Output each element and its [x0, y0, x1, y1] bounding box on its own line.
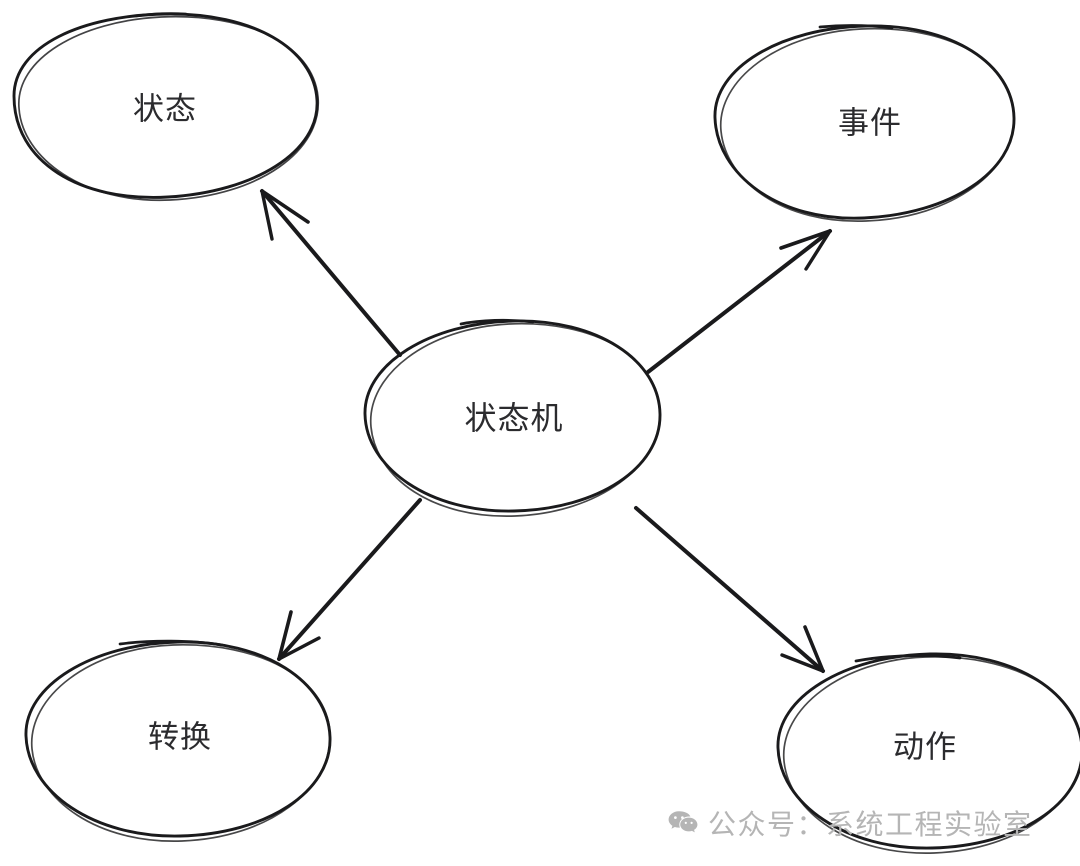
node-label-transition: 转换 [148, 719, 212, 756]
watermark-text: 公众号：系统工程实验室 [708, 808, 1033, 841]
node-ellipse-event[interactable] [713, 24, 1016, 222]
node-ellipse-action[interactable] [776, 652, 1080, 854]
node-label-event: 事件 [838, 105, 902, 142]
edge-arrow-to-event [646, 229, 832, 374]
edge-arrow-to-transition [277, 498, 422, 661]
edge-arrow-to-action [634, 506, 825, 673]
wechat-icon [668, 811, 698, 833]
edge-arrow-to-state [260, 189, 402, 357]
watermark: 公众号：系统工程实验室 [668, 803, 1033, 843]
node-ellipse-state[interactable] [12, 12, 319, 201]
node-ellipse-state-machine[interactable] [363, 318, 662, 517]
node-label-action: 动作 [893, 729, 957, 766]
node-label-state: 状态 [133, 91, 197, 128]
node-ellipse-transition[interactable] [24, 639, 332, 842]
node-label-state-machine: 状态机 [464, 399, 564, 437]
